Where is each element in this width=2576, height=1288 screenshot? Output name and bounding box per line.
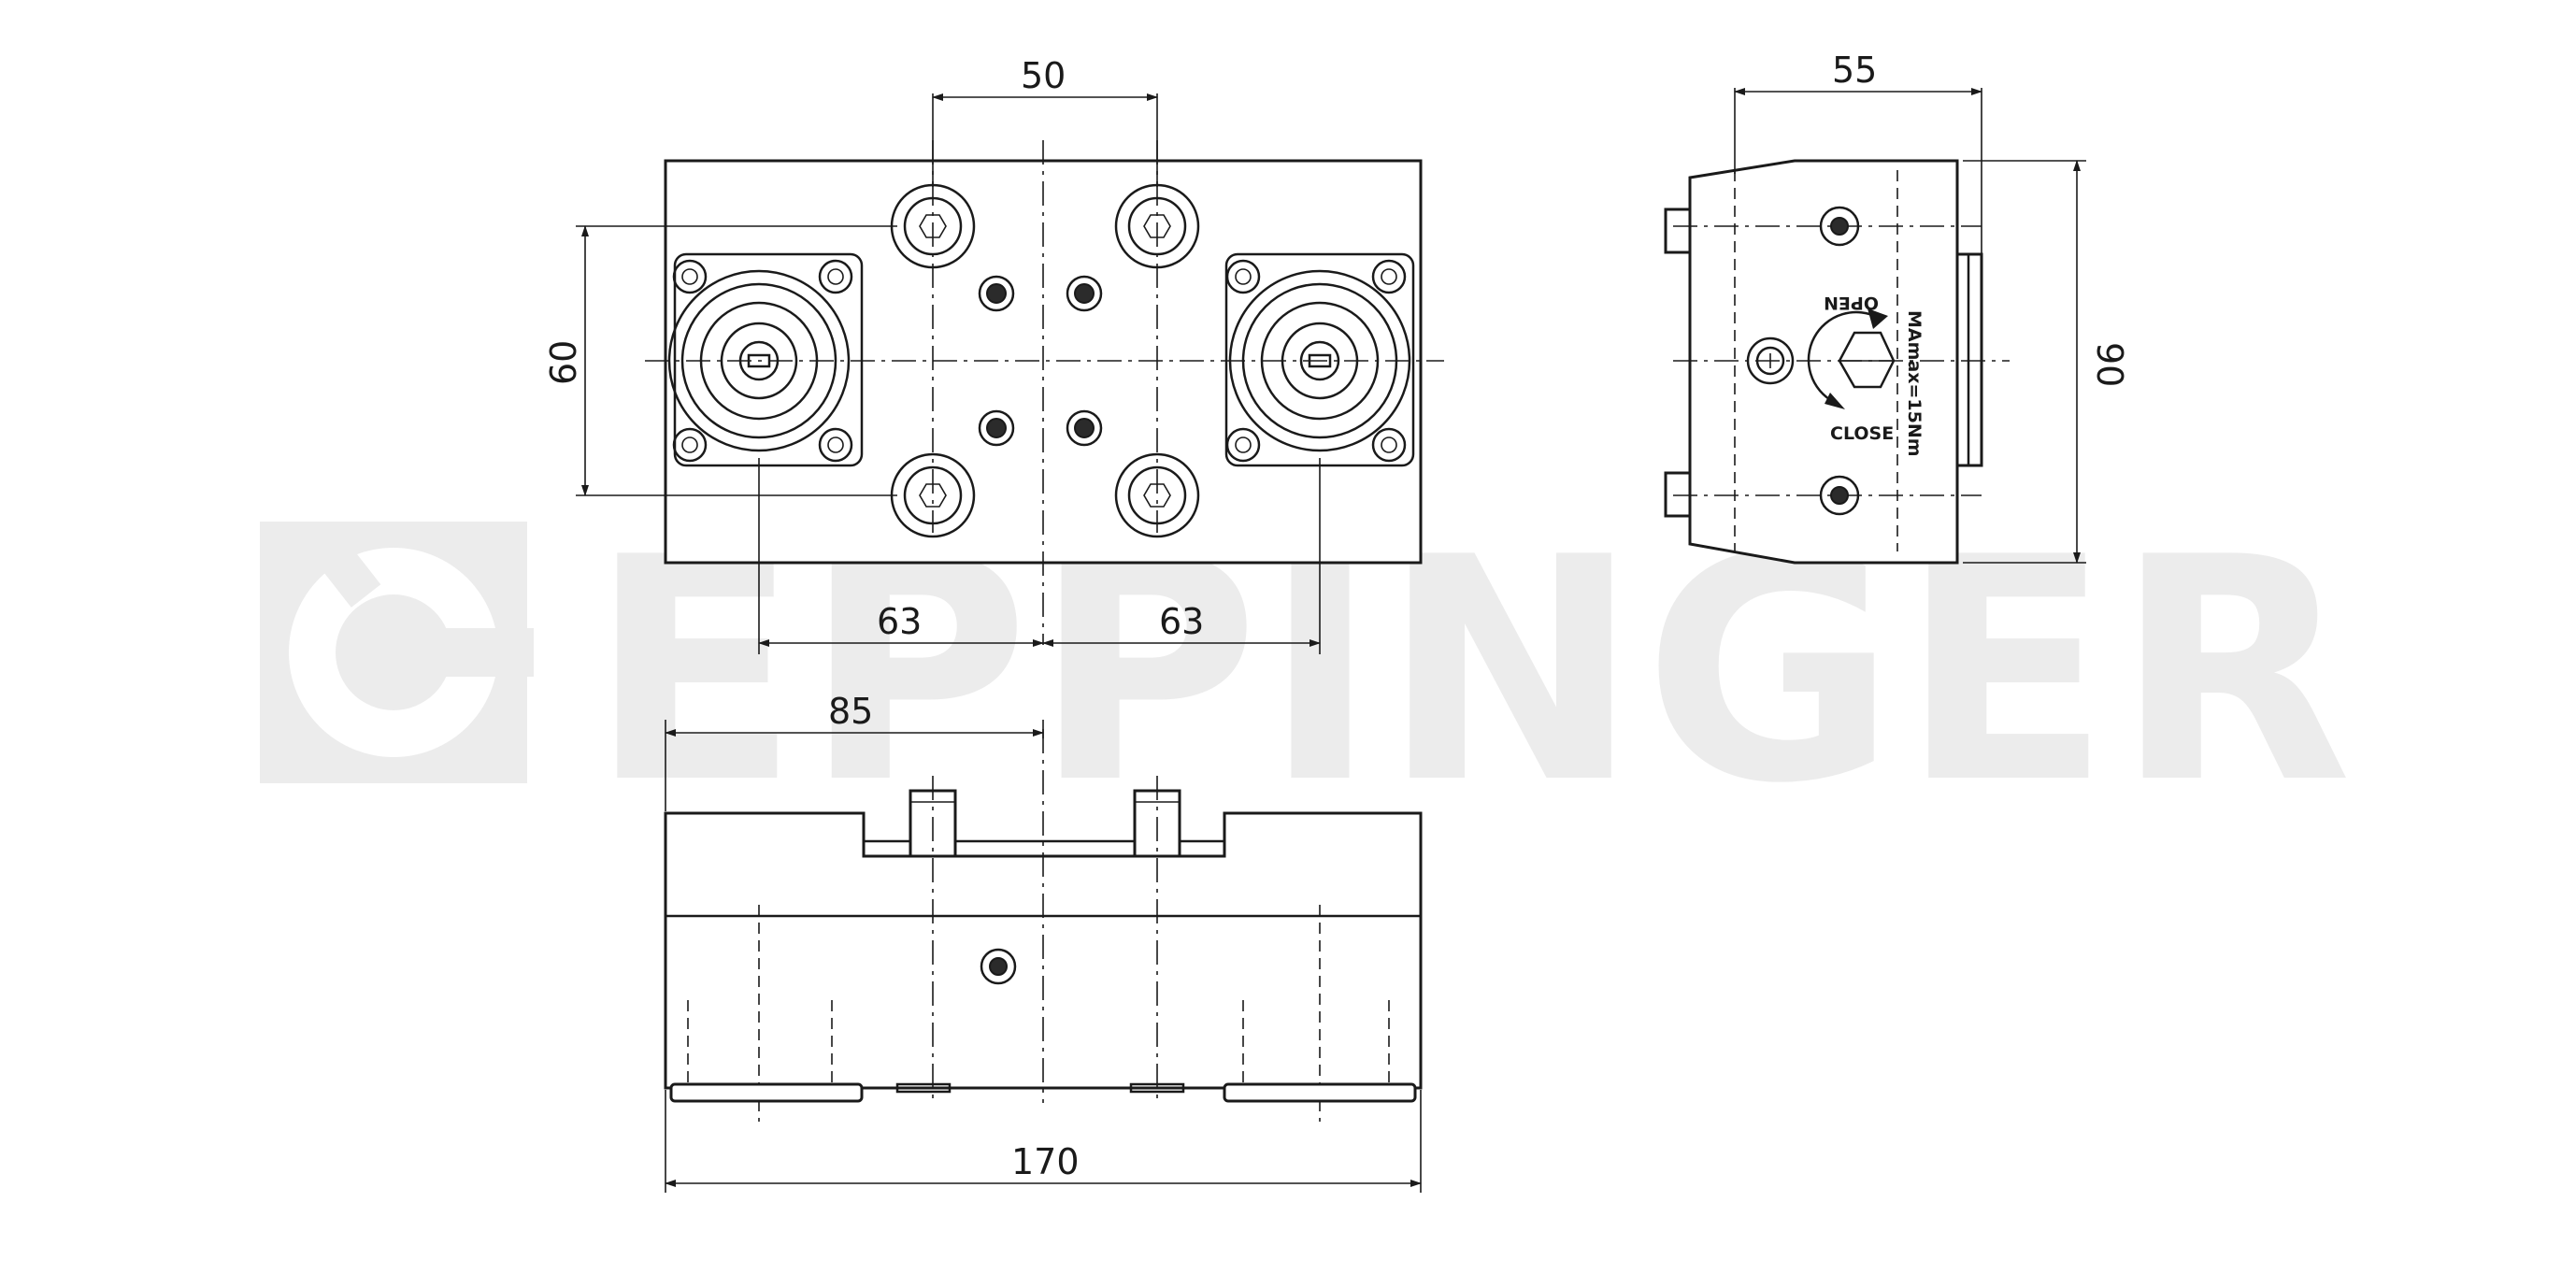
side-view-body (1688, 159, 1959, 565)
side-pin-top (1664, 208, 1692, 254)
dim-side-width: 55 (1832, 50, 1877, 91)
torque-label: MAmax=15Nm (1904, 310, 1925, 457)
eppinger-logo-icon (260, 522, 534, 783)
dim-top-left-offset: 63 (877, 601, 922, 642)
side-pin-bottom (1664, 471, 1692, 518)
top-view: 50 60 63 63 (543, 55, 1444, 654)
open-label: OPEN (1824, 293, 1879, 313)
eppinger-watermark: EPPINGER (260, 492, 2353, 851)
right-clamping-module (1224, 252, 1415, 467)
front-view: 85 170 (664, 691, 1423, 1193)
side-view: OPEN CLOSE MAmax=15Nm 55 90 (1664, 50, 2130, 565)
dim-front-total-width: 170 (1011, 1141, 1080, 1182)
hex-socket-icon (1838, 331, 1896, 389)
dim-top-right-offset: 63 (1159, 601, 1204, 642)
front-foot-right (1223, 1082, 1417, 1103)
left-clamping-module (667, 252, 864, 467)
close-label: CLOSE (1830, 423, 1894, 444)
set-screws (978, 275, 1103, 447)
front-foot-left (669, 1082, 864, 1103)
dim-top-height: 60 (543, 340, 584, 385)
dim-top-spacing: 50 (1021, 55, 1066, 96)
dim-side-height: 90 (2089, 342, 2130, 387)
rotation-arrow-icon (1807, 308, 1888, 409)
dim-front-half-width: 85 (828, 691, 873, 732)
